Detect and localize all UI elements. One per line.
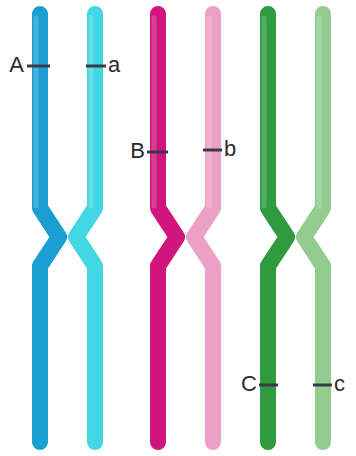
chromosome	[158, 14, 177, 442]
chromosome	[268, 14, 287, 442]
gene-locus-mark	[147, 151, 168, 154]
allele-label: C	[241, 372, 257, 396]
allele-label: c	[334, 372, 345, 396]
chromosome	[40, 14, 59, 442]
allele-label: B	[130, 139, 145, 163]
gene-locus-mark	[313, 384, 332, 387]
gene-locus-mark	[259, 384, 278, 387]
allele-label: b	[224, 137, 236, 161]
gene-locus-mark	[86, 65, 106, 68]
allele-label: A	[9, 53, 24, 77]
allele-label: a	[108, 53, 120, 77]
gene-locus-mark	[27, 65, 50, 68]
gene-locus-mark	[203, 149, 222, 152]
chromosome-highlight	[36, 18, 319, 206]
